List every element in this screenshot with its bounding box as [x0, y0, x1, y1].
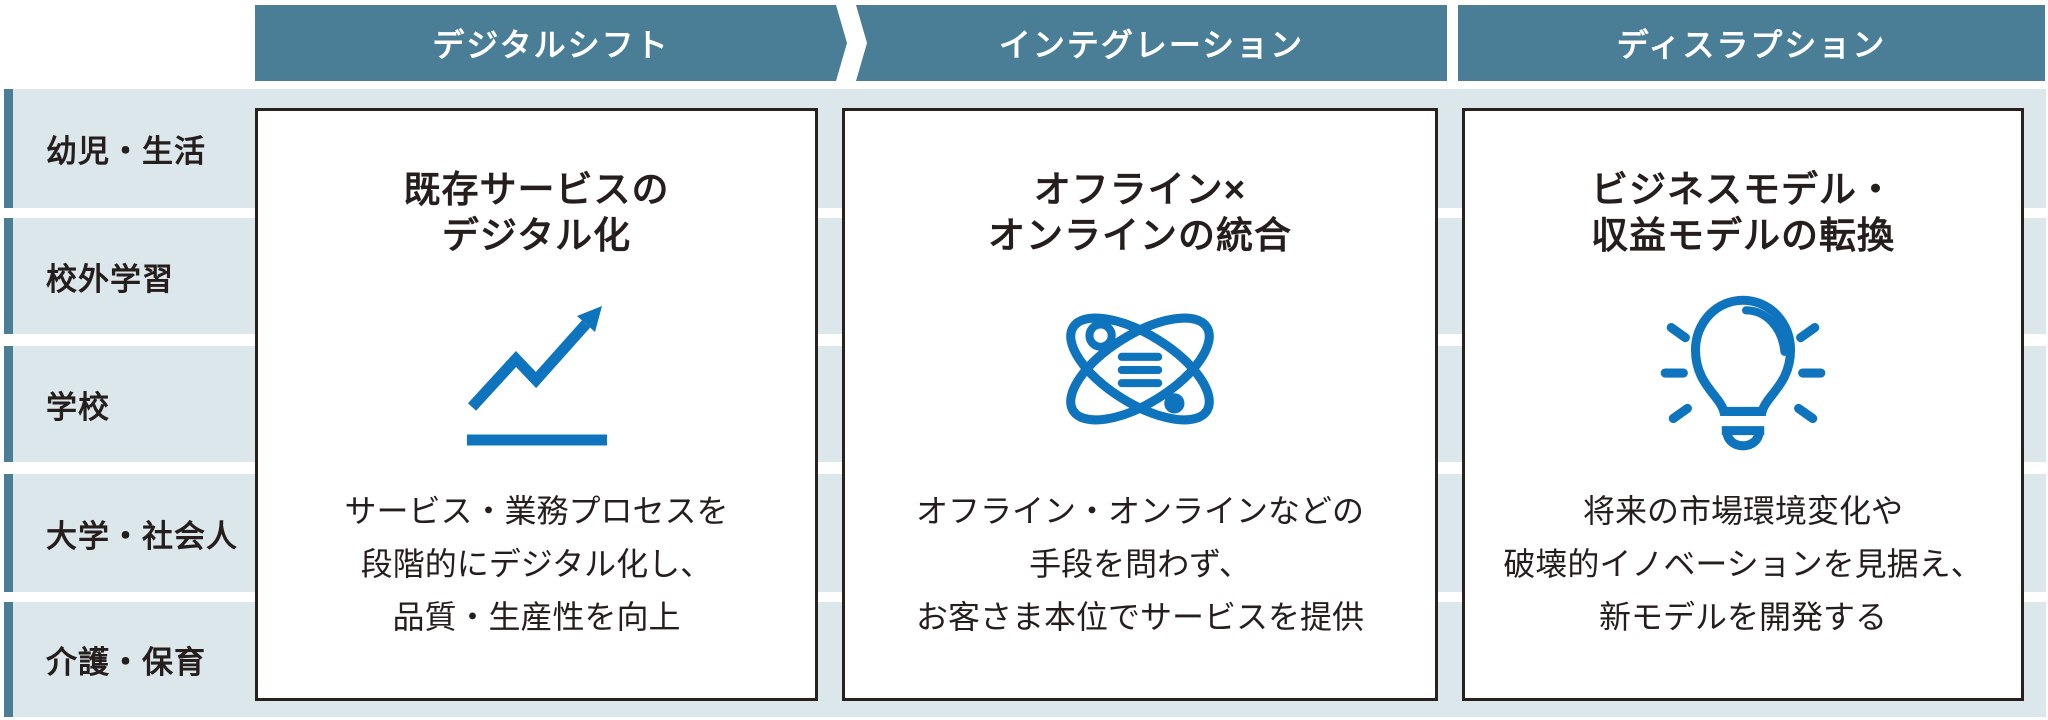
card-description: サービス・業務プロセスを 段階的にデジタル化し、 品質・生産性を向上	[344, 485, 728, 644]
stage-header-digital-shift: デジタルシフト	[255, 5, 847, 81]
row-label: 幼児・生活	[46, 134, 206, 169]
lightbulb-icon	[1659, 265, 1827, 477]
card-description-line: 段階的にデジタル化し、	[360, 546, 713, 582]
strategy-card-integration: オフライン× オンラインの統合 オフライン・オンラインなどの 手段を問わず、	[842, 108, 1438, 701]
stage-header-label: デジタルシフト	[432, 27, 670, 63]
row-label: 介護・保育	[46, 645, 206, 680]
row-label: 学校	[46, 389, 110, 425]
card-title-line: オフライン×	[1033, 169, 1247, 210]
card-title: 既存サービスの デジタル化	[404, 167, 670, 259]
card-description: オフライン・オンラインなどの 手段を問わず、 お客さま本位でサービスを提供	[916, 485, 1364, 644]
card-description-line: お客さま本位でサービスを提供	[915, 599, 1364, 635]
card-title-line: デジタル化	[441, 215, 632, 256]
card-description-line: 破壊的イノベーションを見据え、	[1503, 546, 1983, 582]
stage-header-label: インテグレーション	[998, 27, 1305, 63]
card-title: オフライン× オンラインの統合	[988, 167, 1292, 259]
atom-network-icon	[1044, 265, 1236, 477]
row-accent-bar	[4, 89, 13, 208]
stage-header-disruption: ディスラプション	[1458, 5, 2045, 81]
row-accent-bar	[4, 474, 13, 592]
card-description: 将来の市場環境変化や 破壊的イノベーションを見据え、 新モデルを開発する	[1503, 485, 1982, 644]
row-accent-bar	[4, 346, 13, 462]
card-title: ビジネスモデル・ 収益モデルの転換	[1591, 167, 1895, 259]
card-description-line: 品質・生産性を向上	[392, 599, 681, 635]
card-title-line: 収益モデルの転換	[1591, 215, 1895, 256]
row-label: 大学・社会人	[46, 518, 238, 554]
card-description-line: 将来の市場環境変化や	[1582, 493, 1903, 529]
stage-header-integration: インテグレーション	[856, 5, 1447, 81]
row-accent-bar	[4, 218, 13, 334]
card-title-line: オンラインの統合	[988, 215, 1292, 256]
card-title-line: 既存サービスの	[403, 169, 670, 210]
strategy-card-digital-shift: 既存サービスの デジタル化 サービス・業務プロセスを 段階的にデジタル化し、 品…	[255, 108, 818, 701]
card-title-line: ビジネスモデル・	[1591, 169, 1895, 210]
card-description-line: 手段を問わず、	[1029, 546, 1251, 582]
growth-chart-icon	[461, 265, 613, 477]
card-description-line: サービス・業務プロセスを	[344, 493, 729, 529]
card-description-line: オフライン・オンラインなどの	[915, 493, 1364, 529]
row-accent-bar	[4, 602, 13, 717]
card-description-line: 新モデルを開発する	[1598, 599, 1887, 635]
row-label: 校外学習	[46, 261, 174, 297]
strategy-card-disruption: ビジネスモデル・ 収益モデルの転換	[1462, 108, 2024, 701]
stage-header-label: ディスラプション	[1616, 27, 1887, 63]
